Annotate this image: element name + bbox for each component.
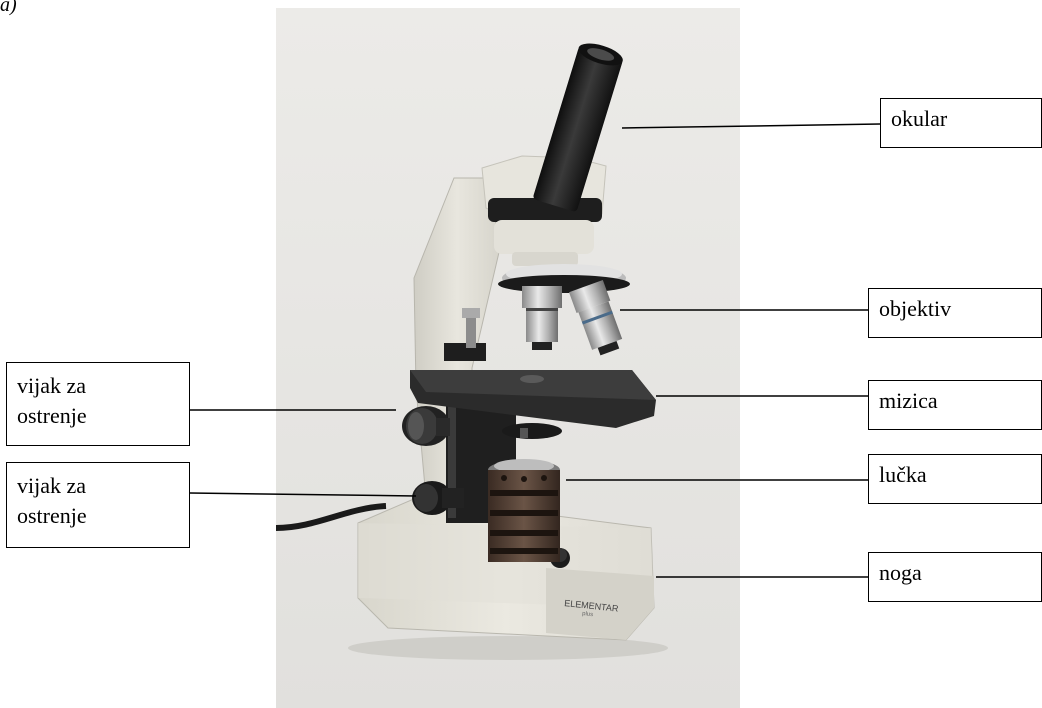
label-okular: okular [880, 98, 1042, 148]
label-vijak-bottom-line2: ostrenje [17, 501, 189, 531]
label-okular-text: okular [891, 106, 947, 131]
label-lucka-text: lučka [879, 462, 927, 487]
label-vijak-top-line2: ostrenje [17, 401, 189, 431]
label-objektiv: objektiv [868, 288, 1042, 338]
label-vijak-bottom-line1: vijak za [17, 471, 189, 501]
label-mizica-text: mizica [879, 388, 938, 413]
label-noga: noga [868, 552, 1042, 602]
microscope-photo: ELEMENTAR plus [276, 8, 740, 708]
label-vijak-top: vijak za ostrenje [6, 362, 190, 446]
figure-label: a) [0, 0, 17, 17]
svg-text:plus: plus [582, 611, 594, 618]
label-noga-text: noga [879, 560, 922, 585]
label-vijak-bottom: vijak za ostrenje [6, 462, 190, 548]
label-lucka: lučka [868, 454, 1042, 504]
microscope-illustration: ELEMENTAR plus [276, 8, 740, 708]
label-mizica: mizica [868, 380, 1042, 430]
label-vijak-top-line1: vijak za [17, 371, 189, 401]
label-objektiv-text: objektiv [879, 296, 951, 321]
